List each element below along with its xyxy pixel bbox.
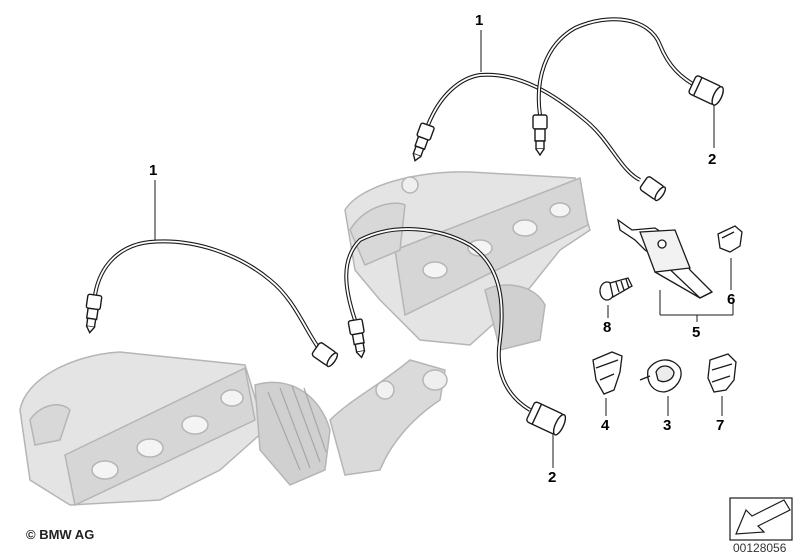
bracket-part bbox=[617, 218, 714, 299]
callout-1-top: 1 bbox=[475, 12, 484, 29]
screw-part-8 bbox=[599, 277, 633, 301]
oxygen-sensor-lower-left bbox=[85, 239, 339, 368]
callout-6: 6 bbox=[727, 291, 736, 308]
rear-exhaust-manifold bbox=[344, 171, 591, 351]
callout-5: 5 bbox=[692, 324, 701, 341]
callout-4: 4 bbox=[601, 417, 610, 434]
cable-holder-part-4 bbox=[592, 351, 623, 395]
callout-7: 7 bbox=[716, 417, 725, 434]
callout-2-top: 2 bbox=[708, 151, 717, 168]
cable-holder-part-7 bbox=[707, 353, 737, 393]
copyright-text: © BMW AG bbox=[26, 527, 95, 542]
arrow-orientation-icon bbox=[729, 497, 793, 541]
callout-1-left: 1 bbox=[149, 162, 158, 179]
callout-2-bottom: 2 bbox=[548, 469, 557, 486]
oxygen-sensor-upper-right bbox=[532, 17, 724, 157]
leader-lines bbox=[154, 30, 734, 468]
callout-3: 3 bbox=[663, 417, 672, 434]
callout-8: 8 bbox=[603, 319, 612, 336]
front-exhaust-manifold bbox=[19, 351, 448, 507]
oxygen-sensor-lower-right bbox=[344, 227, 567, 436]
clip-part-6 bbox=[717, 225, 743, 253]
cable-holder-part-3 bbox=[639, 359, 682, 393]
document-number: 00128056 bbox=[733, 541, 787, 555]
